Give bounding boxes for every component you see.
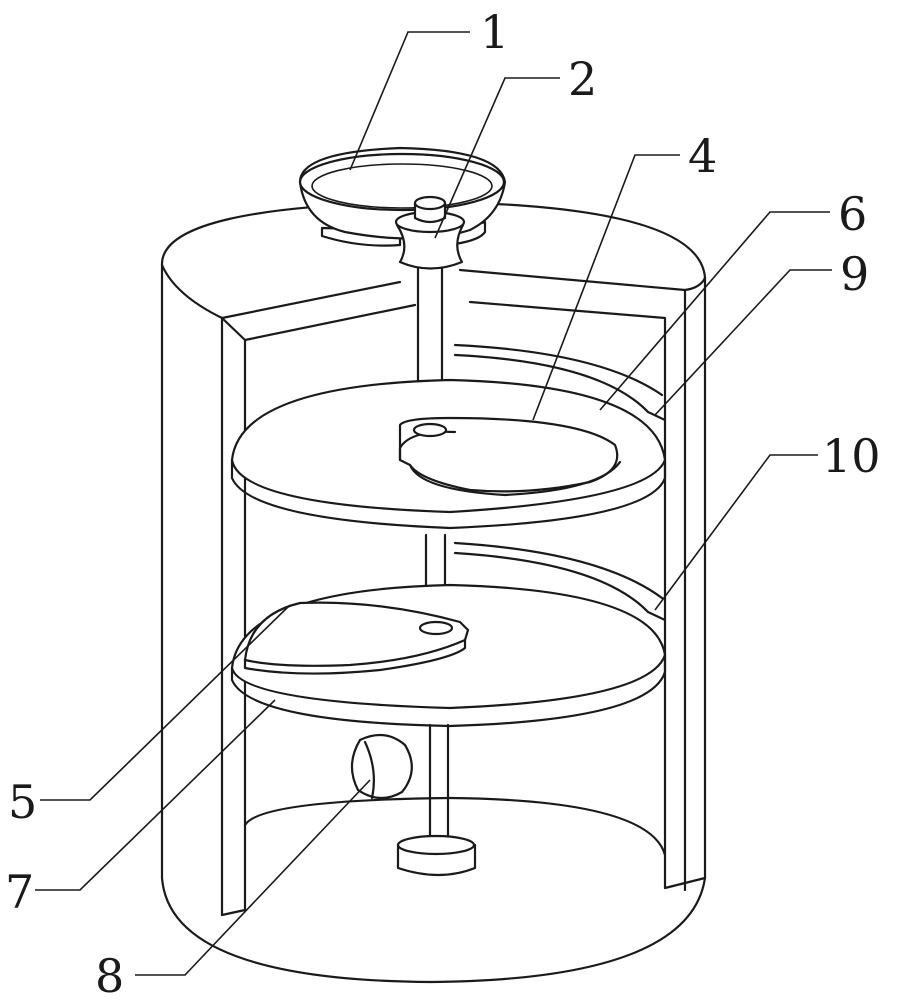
cutaway-inner-right bbox=[468, 300, 667, 890]
cutaway-top-edge bbox=[220, 280, 402, 320]
upper-plate bbox=[230, 343, 667, 530]
lower-collar bbox=[418, 620, 454, 636]
lower-plate-edge bbox=[230, 653, 667, 728]
hopper-rim bbox=[298, 152, 506, 212]
label-6: 6 bbox=[838, 187, 867, 241]
lower-back-ring-inner bbox=[453, 551, 650, 614]
bottom-notch-right bbox=[663, 876, 707, 890]
upper-back-ring-outer bbox=[453, 343, 664, 397]
inner-bottom-back bbox=[243, 796, 667, 857]
lower-back-ring-outer bbox=[453, 541, 664, 600]
label-7: 7 bbox=[5, 865, 34, 919]
leader-6 bbox=[599, 211, 830, 411]
cylinder-bottom-rim bbox=[160, 876, 707, 984]
reference-labels: 1 2 4 6 9 10 5 7 8 bbox=[5, 5, 881, 1000]
top-cap-front-edge-left bbox=[160, 263, 224, 320]
upper-notch bbox=[646, 410, 667, 422]
leader-8 bbox=[135, 779, 371, 976]
ball-edge bbox=[363, 740, 375, 800]
roller-head bbox=[394, 195, 466, 270]
cutaway-inner-top-left bbox=[243, 303, 417, 342]
label-8: 8 bbox=[95, 949, 124, 1000]
roller-cap-top bbox=[413, 195, 447, 211]
top-cap-front-edge-right bbox=[683, 276, 707, 292]
leader-1 bbox=[349, 31, 470, 171]
label-4: 4 bbox=[688, 129, 717, 183]
label-10: 10 bbox=[822, 429, 881, 483]
outer-cylinder bbox=[160, 200, 707, 984]
leader-2 bbox=[434, 77, 560, 239]
leader-7 bbox=[35, 699, 276, 891]
label-1: 1 bbox=[480, 5, 509, 59]
upper-back-ring-inner bbox=[453, 353, 650, 414]
lower-tray-edge bbox=[243, 638, 467, 675]
leader-9 bbox=[654, 269, 832, 416]
lower-plate bbox=[230, 541, 667, 728]
bottom-notch-left bbox=[220, 908, 247, 917]
central-shaft bbox=[396, 266, 477, 877]
lower-spiral-tray bbox=[243, 601, 470, 667]
leader-10 bbox=[654, 454, 818, 611]
upper-tray-lower-edge bbox=[408, 460, 622, 497]
lower-notch bbox=[646, 610, 667, 622]
bottom-bearing-top bbox=[396, 834, 476, 856]
upper-collar bbox=[412, 422, 448, 438]
roller-body bbox=[395, 223, 465, 270]
label-5: 5 bbox=[8, 775, 37, 829]
hopper-inner-rim bbox=[311, 163, 493, 209]
leader-4 bbox=[532, 154, 680, 421]
leader-5 bbox=[40, 604, 291, 801]
label-2: 2 bbox=[568, 52, 597, 106]
label-9: 9 bbox=[840, 247, 869, 301]
cutaway-inner-left bbox=[220, 316, 247, 912]
upper-plate-edge bbox=[230, 458, 667, 530]
cutaway-top-edge-right bbox=[458, 268, 687, 292]
leader-lines bbox=[35, 31, 832, 976]
